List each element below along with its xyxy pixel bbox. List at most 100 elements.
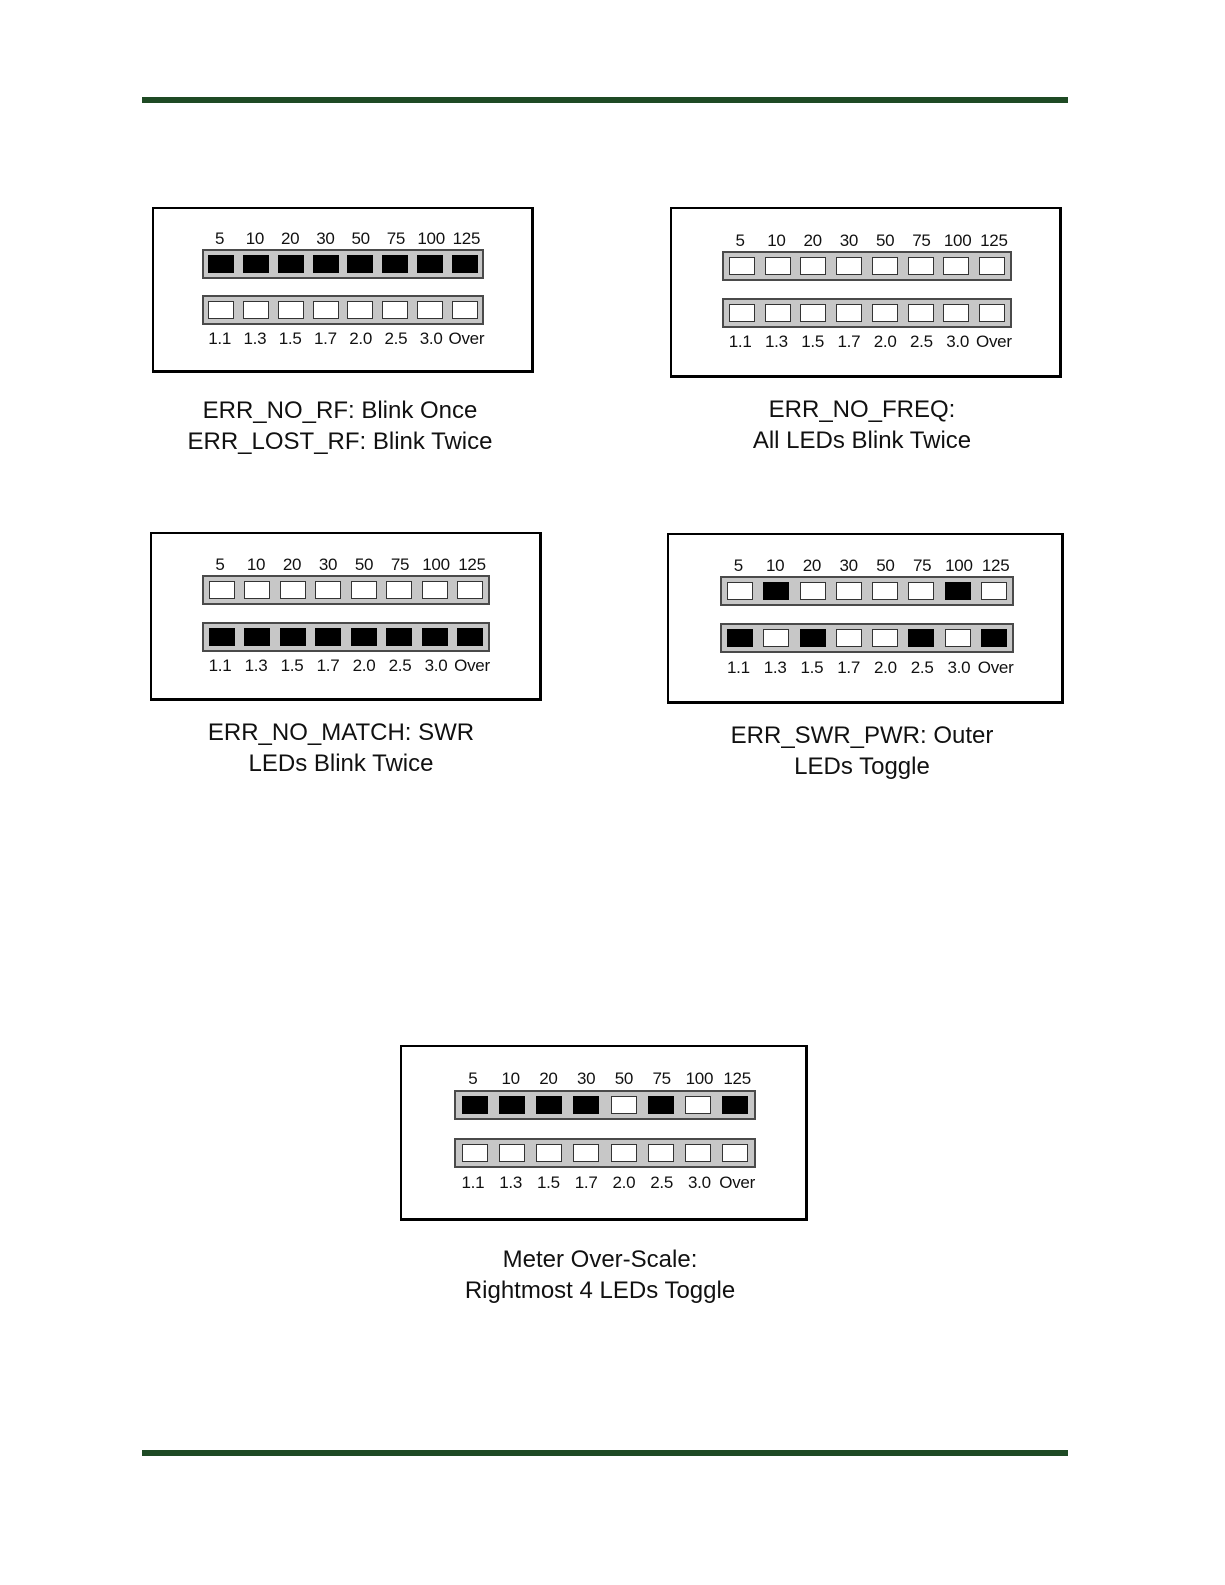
swr-led-off [277, 301, 304, 319]
power-scale-label: 20 [280, 229, 300, 248]
power-led-bar [454, 1090, 756, 1120]
power-led-off [943, 257, 970, 275]
swr-led-bar [202, 622, 490, 652]
swr-scale-label: 1.5 [278, 329, 302, 348]
power-scale-label: 10 [765, 556, 785, 575]
power-led-off [350, 581, 377, 599]
swr-led-off [498, 1144, 525, 1162]
swr-scale-label: 1.7 [314, 329, 337, 348]
swr-scale-label: Over [448, 329, 485, 348]
swr-led-off [979, 304, 1006, 322]
power-led-off [871, 257, 898, 275]
swr-led-off [416, 301, 443, 319]
caption-line-1: Meter Over-Scale: [502, 1246, 698, 1273]
power-led-on [347, 255, 374, 273]
swr-led-bar [722, 298, 1012, 328]
power-led-off [872, 582, 899, 600]
swr-scale-label: 1.7 [837, 332, 861, 351]
swr-led-off [722, 1144, 749, 1162]
swr-led-on [421, 628, 448, 646]
power-led-bar [202, 249, 484, 279]
swr-scale-label: 1.3 [244, 656, 268, 675]
swr-led-bar [720, 623, 1014, 653]
power-scale-label: 5 [733, 556, 743, 575]
swr-scale-label: 1.1 [727, 658, 750, 677]
power-led-off [835, 582, 862, 600]
caption-line-2: LEDs Blink Twice [248, 750, 434, 777]
swr-led-off [647, 1144, 674, 1162]
power-led-on [573, 1096, 600, 1114]
power-scale-label: 10 [245, 229, 265, 248]
power-scale-label: 100 [417, 229, 445, 248]
swr-led-bar [454, 1138, 756, 1168]
power-led-on [382, 255, 409, 273]
swr-led-off [835, 629, 862, 647]
power-scale-label: 50 [354, 555, 374, 574]
swr-led-off [243, 301, 270, 319]
power-led-off [386, 581, 413, 599]
power-led-bar [722, 251, 1012, 281]
power-led-bar [202, 575, 490, 605]
swr-scale-label: 1.7 [316, 656, 340, 675]
power-led-on [312, 255, 339, 273]
power-led-off [799, 582, 826, 600]
power-scale-label: 5 [215, 555, 225, 574]
swr-scale-label: 1.1 [208, 656, 232, 675]
power-scale-label: 20 [803, 231, 822, 250]
power-led-off [610, 1096, 637, 1114]
swr-scale-label: 3.0 [688, 1173, 711, 1192]
caption-line-1: ERR_SWR_PWR: Outer [730, 722, 994, 749]
swr-scale-label: 3.0 [419, 329, 443, 348]
swr-scale-label: Over [977, 658, 1014, 677]
swr-led-on [208, 628, 235, 646]
swr-led-off [461, 1144, 488, 1162]
power-scale-label: 100 [422, 555, 450, 574]
power-led-on [461, 1096, 488, 1114]
power-led-off [685, 1096, 712, 1114]
power-scale-label: 10 [501, 1069, 520, 1088]
power-scale-label: 50 [876, 556, 895, 575]
power-scale-label: 75 [386, 229, 406, 248]
power-scale-label: 5 [735, 231, 745, 250]
swr-led-off [763, 629, 790, 647]
power-scale-label: 20 [282, 555, 302, 574]
power-led-off [908, 582, 935, 600]
power-led-off [800, 257, 827, 275]
swr-led-off [764, 304, 791, 322]
swr-scale-label: 3.0 [424, 656, 448, 675]
swr-scale-label: 1.3 [763, 658, 787, 677]
swr-led-off [610, 1144, 637, 1162]
swr-scale-label: 1.7 [837, 658, 860, 677]
power-led-on [944, 582, 971, 600]
swr-led-on [350, 628, 377, 646]
swr-led-off [347, 301, 374, 319]
power-scale-label: 75 [912, 231, 931, 250]
power-led-on [722, 1096, 749, 1114]
power-led-bar [720, 576, 1014, 606]
swr-scale-label: Over [719, 1173, 755, 1192]
caption-line-2: LEDs Toggle [794, 753, 930, 780]
power-led-off [279, 581, 306, 599]
swr-led-off [451, 301, 478, 319]
power-led-on [647, 1096, 674, 1114]
swr-led-on [279, 628, 306, 646]
power-led-on [498, 1096, 525, 1114]
power-scale-label: 125 [458, 555, 486, 574]
swr-led-on [244, 628, 271, 646]
power-led-off [980, 582, 1007, 600]
caption-err-no-rf: ERR_NO_RF: Blink Once ERR_LOST_RF: Blink… [140, 395, 540, 457]
power-led-off [208, 581, 235, 599]
swr-scale-label: 2.5 [910, 658, 934, 677]
power-led-on [451, 255, 478, 273]
power-scale-label: 125 [980, 231, 1008, 250]
power-led-on [277, 255, 304, 273]
power-scale-label: 125 [981, 556, 1010, 575]
caption-line-2: All LEDs Blink Twice [752, 427, 972, 454]
